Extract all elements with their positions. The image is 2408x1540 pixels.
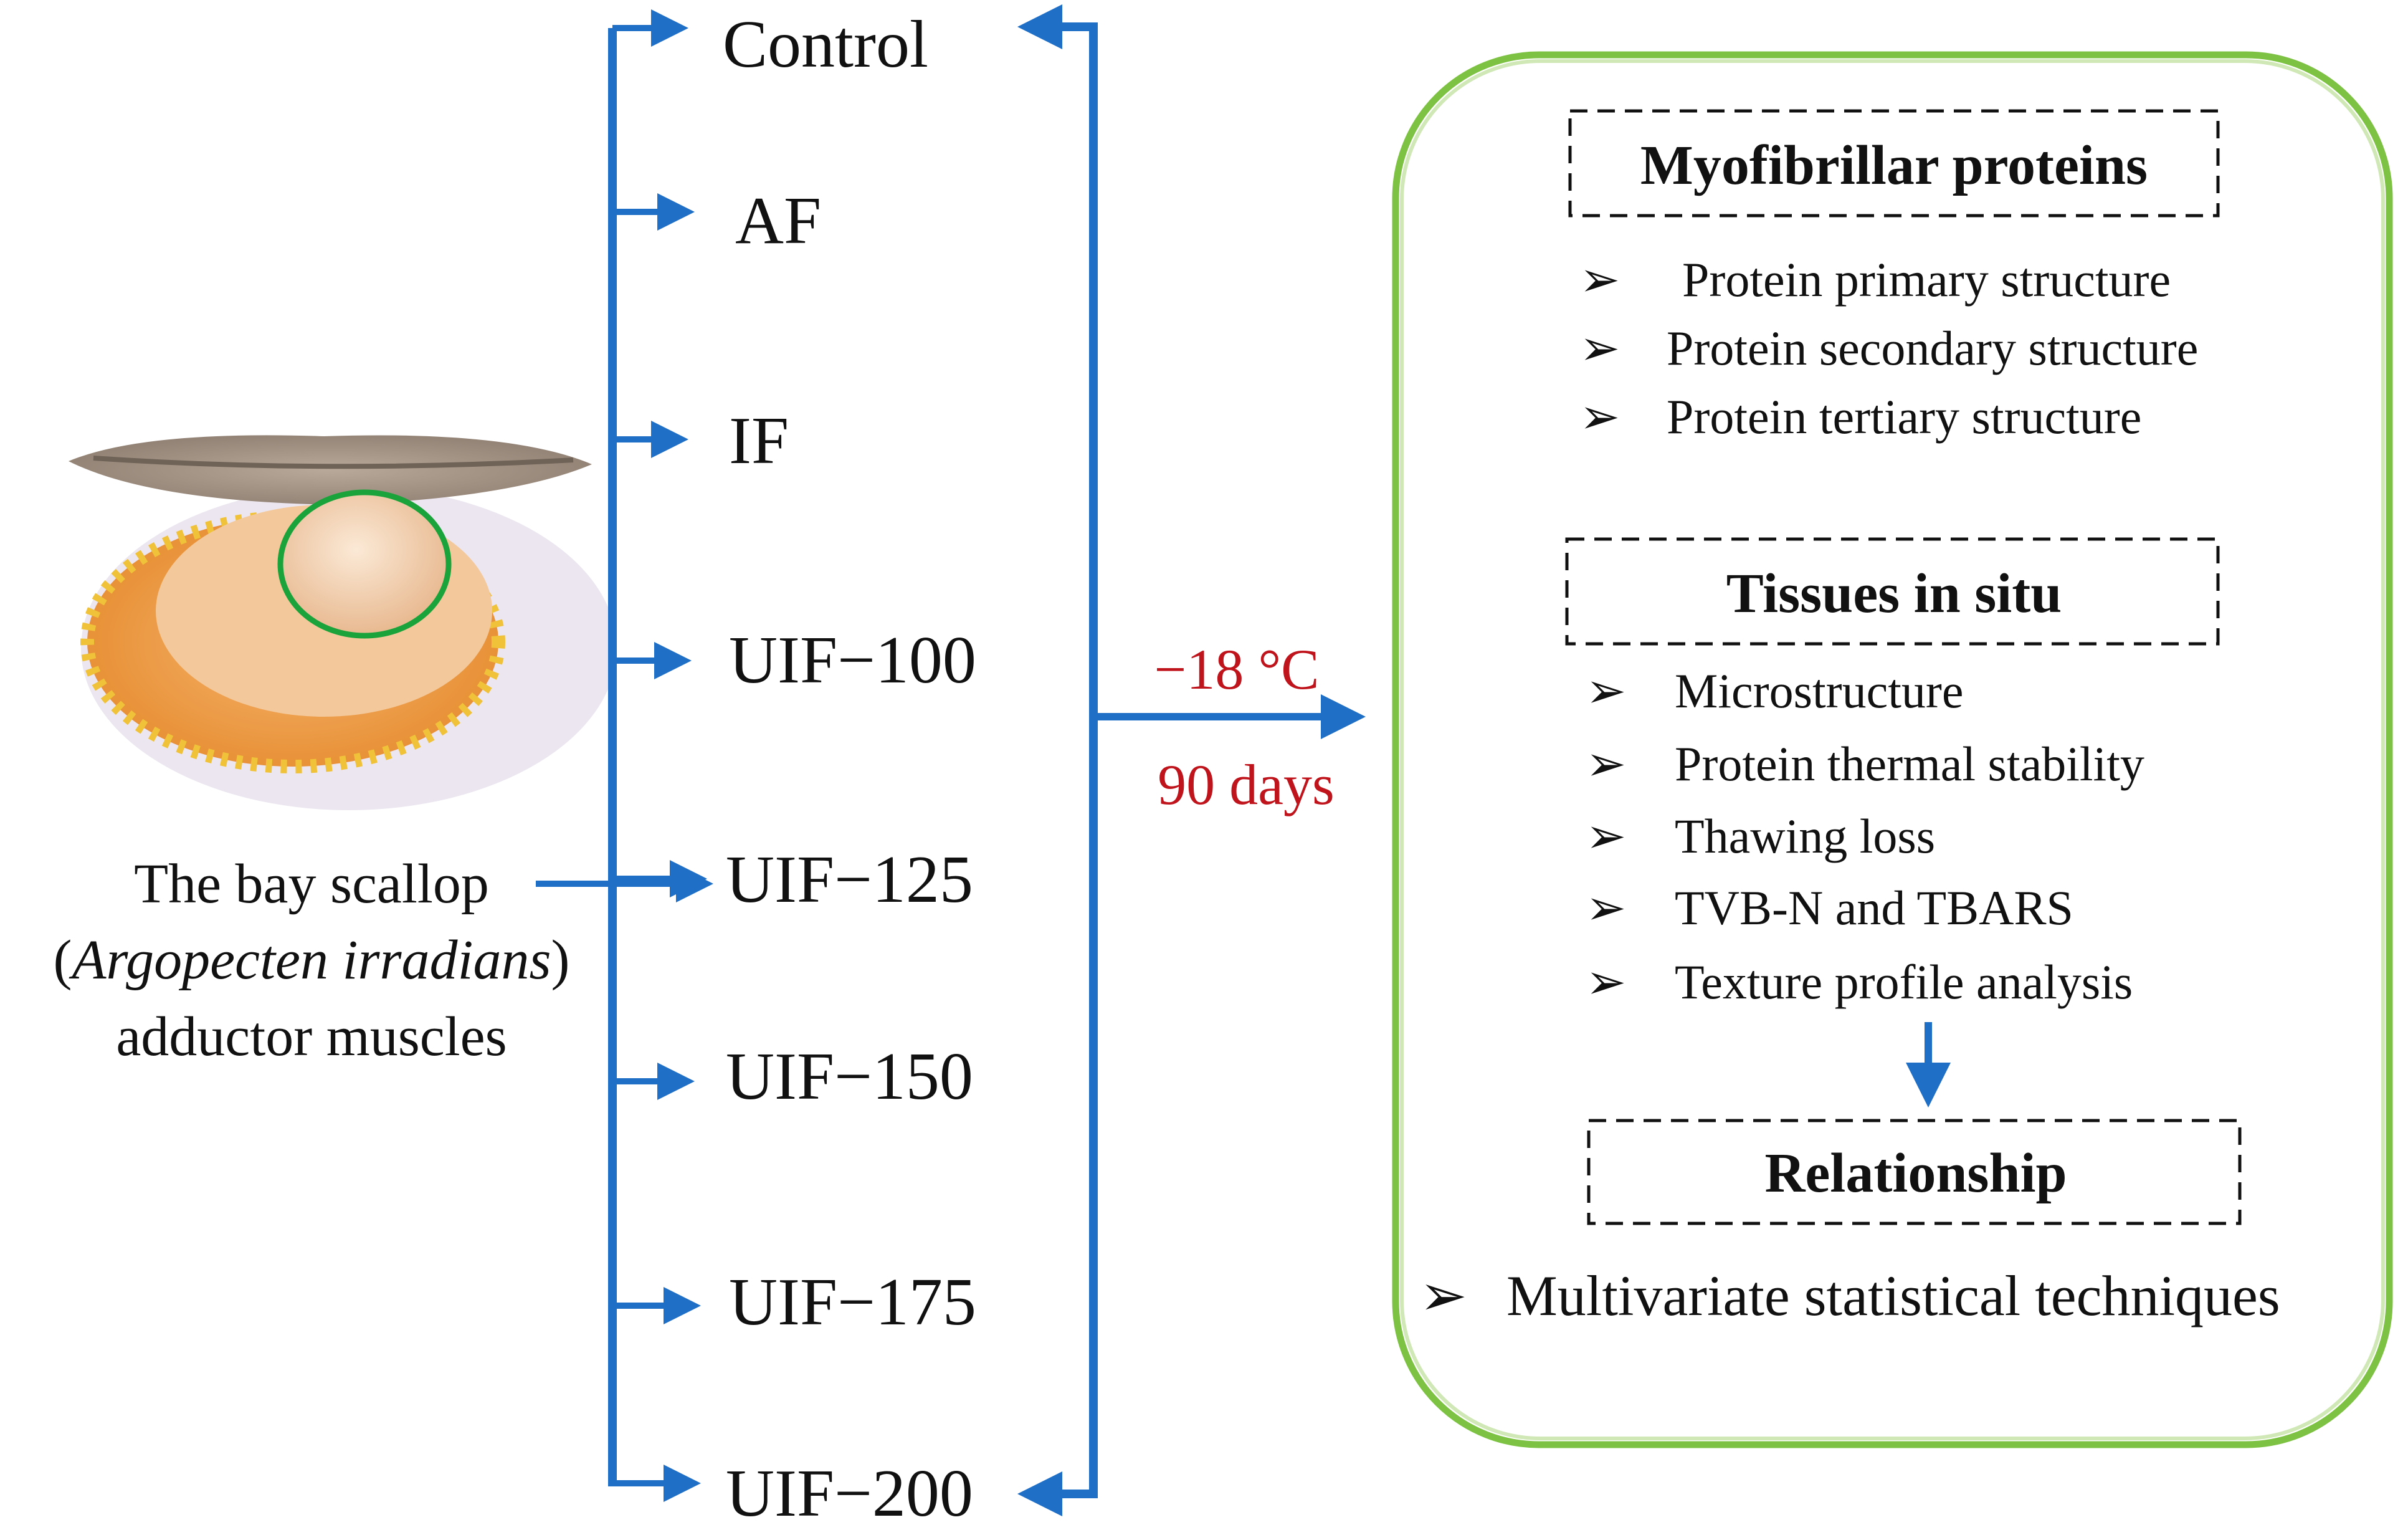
adductor-muscle [280, 492, 449, 636]
group-label-uif-175: UIF−175 [729, 1265, 976, 1339]
tissues-item: Protein thermal stability [1675, 737, 2144, 791]
bullet-icon: ➢ [1586, 809, 1626, 863]
relationship-title: Relationship [1764, 1142, 2067, 1204]
scallop-illustration [69, 435, 617, 810]
right-bracket-line [1031, 22, 1098, 1498]
group-label-uif-200: UIF−200 [726, 1456, 973, 1531]
relationship-item: Multivariate statistical techniques [1506, 1264, 2280, 1327]
relationship-box [1587, 1119, 2242, 1225]
group-label-af: AF [735, 184, 821, 258]
storage-temperature: −18 °C [1154, 638, 1319, 701]
bullet-icon: ➢ [1586, 664, 1626, 718]
group-label-uif-125: UIF−125 [726, 843, 973, 917]
tissues-item: Texture profile analysis [1675, 955, 2133, 1009]
myofibrillar-title: Myofibrillar proteins [1640, 135, 2148, 196]
tissues-item: Thawing loss [1675, 809, 1935, 863]
tissues-item: TVB-N and TBARS [1675, 881, 2073, 935]
group-label-uif-150: UIF−150 [726, 1040, 973, 1114]
storage-duration: 90 days [1158, 753, 1335, 816]
myofibrillar-box [1568, 109, 2220, 218]
highlight-circle [277, 489, 452, 639]
scallop-label-line2: (Argopecten irradians) [53, 929, 569, 991]
tissues-item: Microstructure [1675, 664, 1964, 718]
bullet-icon: ➢ [1586, 881, 1626, 935]
bullet-icon: ➢ [1579, 321, 1620, 375]
bullet-icon: ➢ [1586, 955, 1626, 1009]
myofibrillar-item: Protein tertiary structure [1667, 390, 2141, 444]
bullet-icon: ➢ [1579, 252, 1620, 307]
myofibrillar-item: Protein primary structure [1682, 252, 2171, 307]
myofibrillar-item: Protein secondary structure [1667, 321, 2198, 375]
group-label-if: IF [729, 404, 789, 478]
tissues-title: Tissues in situ [1726, 563, 2062, 624]
scallop-label-line1: The bay scallop [134, 853, 489, 915]
group-label-control: Control [723, 7, 928, 82]
bullet-icon: ➢ [1579, 390, 1620, 444]
group-label-uif-100: UIF−100 [729, 623, 976, 697]
tissues-box [1565, 537, 2220, 646]
bullet-icon: ➢ [1419, 1264, 1467, 1327]
group-branch-arrows [612, 9, 707, 1502]
bullet-icon: ➢ [1586, 737, 1626, 791]
scallop-label-line3: adductor muscles [116, 1006, 507, 1068]
analysis-panel [1392, 51, 2393, 1448]
